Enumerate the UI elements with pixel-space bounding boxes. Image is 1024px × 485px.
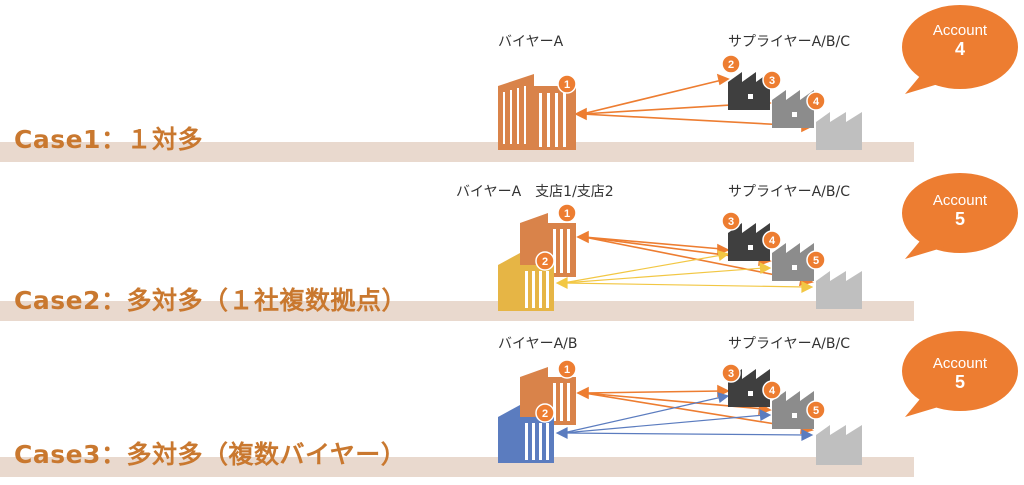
number-badge-icon: 3 4 5 [721, 211, 826, 270]
number-badge-icon: 1 2 [535, 359, 577, 423]
supplier-label: サプライヤーA/B/C [728, 184, 850, 200]
case-title: Case1：１対多 [14, 125, 203, 154]
number-badge-icon: 1 [557, 74, 577, 94]
account-bubble: Account 5 [905, 355, 1015, 393]
factory-icon [728, 223, 770, 261]
case-3-diagram: 1 2 3 4 5 [498, 331, 1018, 465]
svg-text:4: 4 [769, 235, 776, 247]
connection-arrows [555, 230, 814, 293]
svg-text:2: 2 [728, 59, 734, 71]
supplier-label: サプライヤーA/B/C [728, 336, 850, 352]
building-icon [498, 405, 554, 463]
case-1-diagram: 1 2 3 4 [498, 5, 1018, 150]
account-count: 4 [954, 39, 965, 59]
case-1: Case1：１対多 バイヤーA サプライヤーA/B/C 1 [0, 0, 1024, 162]
svg-text:3: 3 [728, 216, 734, 228]
speech-bubble-icon [902, 173, 1018, 259]
case-2-diagram: 1 2 3 4 5 [498, 173, 1018, 311]
account-bubble: Account 4 [905, 22, 1015, 60]
account-label: Account [932, 355, 988, 372]
svg-text:2: 2 [542, 408, 548, 420]
svg-text:3: 3 [728, 368, 734, 380]
case-title: Case3：多対多（複数バイヤー） [14, 440, 407, 469]
svg-text:2: 2 [542, 256, 548, 268]
case-band [0, 301, 914, 321]
case-band [0, 142, 914, 162]
svg-text:4: 4 [813, 96, 820, 108]
building-icon [498, 74, 576, 150]
speech-bubble-icon [902, 331, 1018, 417]
case-3: Case3：多対多（複数バイヤー） バイヤーA/B サプライヤーA/B/C [0, 325, 1024, 485]
factory-icon [772, 243, 814, 281]
factory-icon [772, 90, 814, 128]
account-count: 5 [954, 372, 965, 392]
svg-text:3: 3 [769, 75, 775, 87]
account-bubble: Account 5 [905, 192, 1015, 230]
svg-text:1: 1 [564, 208, 570, 220]
speech-bubble-icon [902, 5, 1018, 94]
buyer-label: バイヤーA 支店1/支店2 [456, 184, 614, 200]
account-label: Account [932, 22, 988, 39]
factory-icon [772, 391, 814, 429]
number-badge-icon: 1 2 [535, 203, 577, 271]
case-2: Case2：多対多（１社複数拠点） バイヤーA 支店1/支店2 サプライヤーA/… [0, 165, 1024, 325]
case-title: Case2：多対多（１社複数拠点） [14, 286, 407, 315]
svg-text:5: 5 [813, 255, 819, 267]
svg-text:1: 1 [564, 79, 570, 91]
number-badge-icon: 3 4 5 [721, 363, 826, 420]
building-icon [498, 253, 554, 311]
account-label: Account [932, 192, 988, 209]
factory-icon [816, 425, 862, 465]
connection-arrows [555, 384, 814, 441]
case-band [0, 457, 914, 477]
buyer-label: バイヤーA [498, 34, 564, 50]
svg-text:1: 1 [564, 364, 570, 376]
number-badge-icon: 2 3 4 [721, 54, 826, 111]
svg-text:5: 5 [813, 405, 819, 417]
factory-icon [816, 112, 862, 150]
svg-text:4: 4 [769, 385, 776, 397]
account-count: 5 [954, 209, 965, 229]
supplier-label: サプライヤーA/B/C [728, 34, 850, 50]
factory-icon [816, 271, 862, 309]
buyer-label: バイヤーA/B [498, 336, 578, 352]
factory-icon [728, 72, 770, 110]
